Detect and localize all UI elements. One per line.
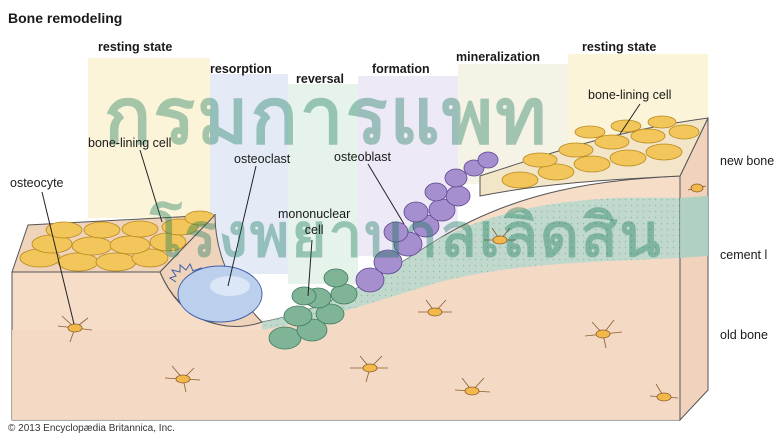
label-osteoblast: osteoblast [334, 150, 391, 164]
cement-side [680, 196, 708, 258]
stage-label-resting-right: resting state [582, 40, 656, 54]
label-mononuclear-cell: mononuclear cell [278, 206, 350, 238]
label-cement-line: cement l [720, 248, 767, 262]
label-new-bone: new bone [720, 154, 774, 168]
copyright-notice: © 2013 Encyclopædia Britannica, Inc. [8, 423, 175, 434]
diagram-title: Bone remodeling [8, 10, 122, 26]
stage-label-reversal: reversal [296, 72, 344, 86]
stage-label-resting-left: resting state [98, 40, 172, 54]
stage-label-mineralization: mineralization [456, 50, 540, 64]
stage-panel-formation [358, 76, 458, 256]
stage-label-formation: formation [372, 62, 430, 76]
label-osteoclast: osteoclast [234, 152, 290, 166]
stage-panel-reversal [288, 84, 358, 284]
stage-label-resorption: resorption [210, 62, 272, 76]
label-bone-lining-cell-right: bone-lining cell [588, 88, 671, 102]
label-osteocyte: osteocyte [10, 176, 64, 190]
stage-panel-resorption [210, 74, 288, 274]
label-old-bone: old bone [720, 328, 768, 342]
label-bone-lining-cell-left: bone-lining cell [88, 136, 171, 150]
